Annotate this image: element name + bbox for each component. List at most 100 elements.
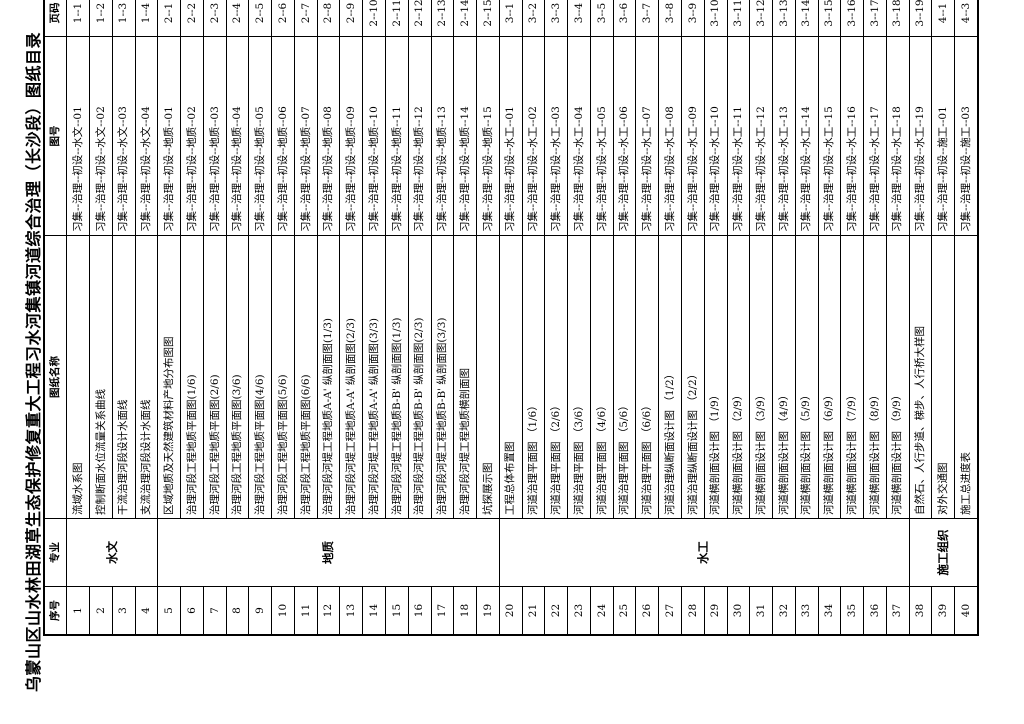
drawing-name: 治理河段工程地质平面图(3/6) [226, 235, 249, 519]
drawing-code: 习集--治理--初设--水工--03 [544, 36, 568, 236]
drawing-code: 习集--治理--初设--水工--09 [681, 36, 705, 236]
row-number: 16 [408, 586, 432, 635]
drawing-name: 治理河段工程地质平面图(2/6) [203, 235, 227, 519]
row-number: 24 [590, 586, 614, 635]
drawing-code: 习集--治理--初设--水文--02 [89, 36, 113, 236]
specialty-cell: 水文 [66, 518, 158, 587]
row-number: 10 [271, 586, 295, 635]
drawing-code: 习集--治理--初设--地质--05 [248, 36, 272, 236]
page-number: 1--3 [112, 0, 136, 37]
drawing-code: 习集--治理--初设--地质--15 [476, 36, 500, 236]
drawing-name: 河道治理平面图 （2/6） [544, 235, 568, 519]
drawing-name: 河道横剖面设计图 （9/9） [886, 235, 910, 519]
page-number: 2--10 [362, 0, 386, 37]
header-no: 序号 [44, 586, 67, 635]
row-number: 35 [840, 586, 864, 635]
drawing-code: 习集--治理--初设--水工--02 [522, 36, 545, 236]
drawing-name: 河道治理平面图 （5/6） [613, 235, 636, 519]
page-number: 3--17 [863, 0, 887, 37]
page-number: 4--3 [954, 0, 978, 37]
drawing-code: 习集--治理--初设--地质--12 [408, 36, 432, 236]
specialty-cell: 水工 [499, 518, 910, 587]
row-number: 25 [613, 586, 636, 635]
drawing-name: 河道治理平面图 （3/6） [567, 235, 591, 519]
page-number: 3--2 [522, 0, 545, 37]
drawing-name: 施工总进度表 [954, 235, 978, 519]
drawing-name: 工程总体布置图 [499, 235, 523, 519]
row-number: 1 [66, 586, 90, 635]
drawing-name: 治理河段河堤工程地质B-B' 纵剖面图(1/3) [385, 235, 409, 519]
page-number: 2--15 [476, 0, 500, 37]
drawing-name: 河道治理平面图 （1/6） [522, 235, 545, 519]
drawing-code: 习集--治理--初设--水工--12 [749, 36, 773, 236]
drawing-code: 习集--治理--初设--水工--17 [863, 36, 887, 236]
drawing-name: 对外交通图 [931, 235, 955, 519]
table-header-row: 序号 专业 图纸名称 图号 页码 [44, 0, 67, 635]
drawing-code: 习集--治理--初设--水文--03 [112, 36, 136, 236]
row-number: 20 [499, 586, 523, 635]
drawing-code: 习集--治理--初设--水工--08 [658, 36, 682, 236]
drawing-name: 治理河段工程地质平面图(6/6) [294, 235, 318, 519]
row-number: 27 [658, 586, 682, 635]
drawing-name: 治理河段河堤工程地质B-B' 纵剖面图(3/3) [431, 235, 454, 519]
drawing-name: 河道横剖面设计图 （6/9） [818, 235, 841, 519]
drawing-name: 治理河段河堤工程地质横剖面图 [453, 235, 477, 519]
row-number: 36 [863, 586, 887, 635]
drawing-name: 河道横剖面设计图 （2/9） [727, 235, 750, 519]
drawing-name: 河道横剖面设计图 （3/9） [749, 235, 773, 519]
page-number: 3--14 [795, 0, 819, 37]
page-number: 2--8 [317, 0, 340, 37]
drawing-code: 习集--治理--初设--地质--13 [431, 36, 454, 236]
page-number: 2--1 [157, 0, 181, 37]
page-number: 3--8 [658, 0, 682, 37]
row-number: 26 [635, 586, 659, 635]
row-number: 7 [203, 586, 227, 635]
row-number: 5 [157, 586, 181, 635]
drawing-name: 河道治理平面图 （4/6） [590, 235, 614, 519]
page-number: 3--13 [772, 0, 796, 37]
header-specialty: 专业 [44, 518, 67, 587]
row-number: 15 [385, 586, 409, 635]
row-number: 13 [339, 586, 363, 635]
row-number: 34 [818, 586, 841, 635]
page-number: 2--3 [203, 0, 227, 37]
row-number: 30 [727, 586, 750, 635]
drawing-code: 习集--治理--初设--地质--01 [157, 36, 181, 236]
drawing-code: 习集--治理--初设--施工--01 [931, 36, 955, 236]
drawing-name: 河道治理纵断面设计图 （2/2） [681, 235, 705, 519]
drawing-code: 习集--治理--初设--地质--09 [339, 36, 363, 236]
page-number: 3--19 [909, 0, 932, 37]
drawing-name: 河道横剖面设计图 （5/9） [795, 235, 819, 519]
page-number: 3--3 [544, 0, 568, 37]
row-number: 9 [248, 586, 272, 635]
drawing-name: 河道治理纵断面设计图 （1/2） [658, 235, 682, 519]
row-number: 14 [362, 586, 386, 635]
drawing-code: 习集--治理--初设--水工--19 [909, 36, 932, 236]
page-number: 3--1 [499, 0, 523, 37]
page-number: 2--9 [339, 0, 363, 37]
row-number: 3 [112, 586, 136, 635]
page-number: 3--4 [567, 0, 591, 37]
drawing-code: 习集--治理--初设--地质--10 [362, 36, 386, 236]
drawing-name: 河道横剖面设计图 （4/9） [772, 235, 796, 519]
page-number: 3--11 [727, 0, 750, 37]
page-number: 1--2 [89, 0, 113, 37]
drawing-code: 习集--治理--初设--水工--01 [499, 36, 523, 236]
drawing-code: 习集--治理--初设--地质--14 [453, 36, 477, 236]
row-number: 6 [180, 586, 204, 635]
page-number: 3--9 [681, 0, 705, 37]
document-title: 乌蒙山区山水林田湖草生态保护修复重大工程习水河集镇河道综合治理（长沙段）图纸目录 [24, 32, 43, 693]
drawing-code: 习集--治理--初设--地质--03 [203, 36, 227, 236]
drawing-name: 河道横剖面设计图 （8/9） [863, 235, 887, 519]
drawing-code: 习集--治理--初设--水文--01 [66, 36, 90, 236]
row-number: 29 [704, 586, 727, 635]
page-number: 4--1 [931, 0, 955, 37]
drawing-name: 河道横剖面设计图 （1/9） [704, 235, 727, 519]
row-number: 37 [886, 586, 910, 635]
drawing-code: 习集--治理--初设--地质--02 [180, 36, 204, 236]
page-number: 3--10 [704, 0, 727, 37]
